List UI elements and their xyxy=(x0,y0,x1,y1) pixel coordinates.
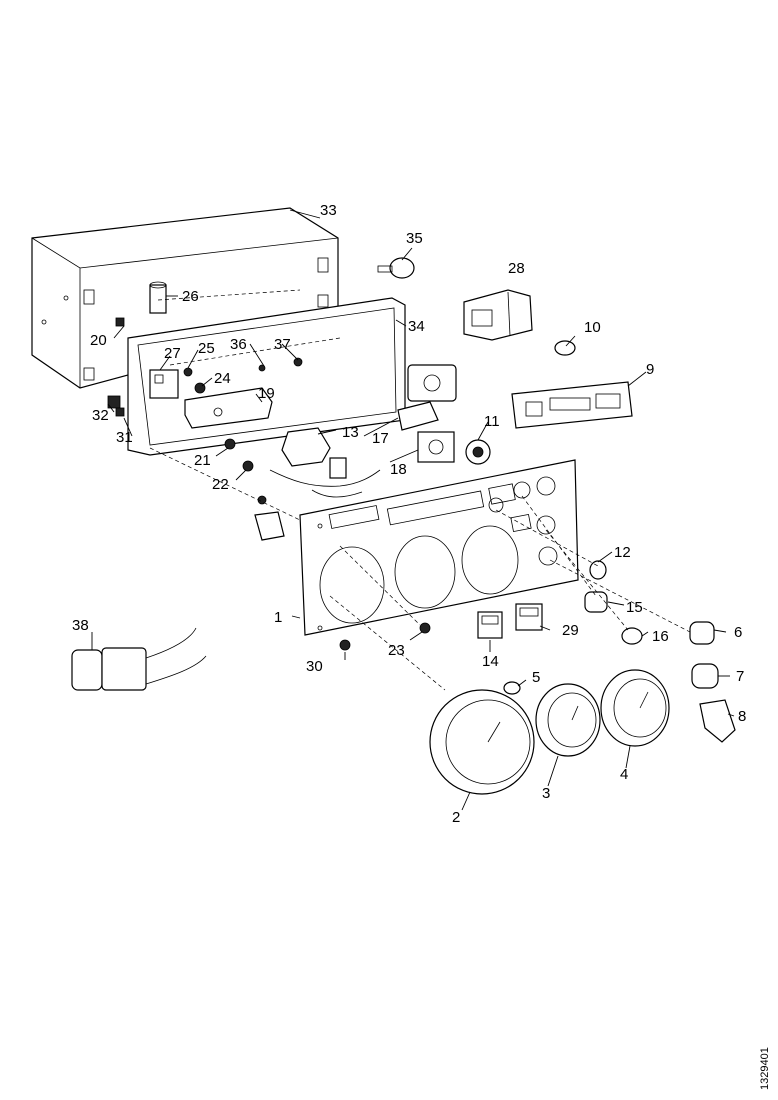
callout-16: 16 xyxy=(652,628,669,645)
callout-12: 12 xyxy=(614,544,631,561)
callout-21: 21 xyxy=(194,452,211,469)
callout-25: 25 xyxy=(198,340,215,357)
callout-6: 6 xyxy=(734,624,742,641)
callout-31: 31 xyxy=(116,429,133,446)
callout-36: 36 xyxy=(230,336,247,353)
callout-9: 9 xyxy=(646,361,654,378)
relay-wiring xyxy=(254,427,381,541)
callout-35: 35 xyxy=(406,230,423,247)
callout-26: 26 xyxy=(182,288,199,305)
callout-19: 19 xyxy=(258,385,275,402)
callout-37: 37 xyxy=(274,336,291,353)
cable-connector-38 xyxy=(71,627,207,691)
callout-10: 10 xyxy=(584,319,601,336)
callout-11: 11 xyxy=(484,413,500,430)
callout-24: 24 xyxy=(214,370,231,387)
callout-33: 33 xyxy=(320,202,337,219)
callout-30: 30 xyxy=(306,658,323,675)
panel-screws xyxy=(339,622,431,651)
callout-17: 17 xyxy=(372,430,389,447)
inner-components xyxy=(107,281,341,472)
rocker-switches xyxy=(477,603,543,639)
callout-8: 8 xyxy=(738,708,746,725)
callout-1: 1 xyxy=(274,609,282,626)
callout-15: 15 xyxy=(626,599,643,616)
bulb-socket-35 xyxy=(377,257,415,279)
rear-connectors xyxy=(397,364,491,465)
callout-14: 14 xyxy=(482,653,499,670)
callout-labels: 33 35 26 28 20 34 10 27 25 36 37 9 24 19… xyxy=(72,202,746,826)
front-panel xyxy=(299,459,579,636)
leader-lines xyxy=(91,209,735,811)
callout-20: 20 xyxy=(90,332,107,349)
callout-29: 29 xyxy=(562,622,579,639)
callout-34: 34 xyxy=(408,318,425,335)
callout-2: 2 xyxy=(452,809,460,826)
callout-18: 18 xyxy=(390,461,407,478)
plug-28 xyxy=(463,289,533,341)
callout-28: 28 xyxy=(508,260,525,277)
callout-38: 38 xyxy=(72,617,89,634)
switch-strip xyxy=(511,340,633,429)
callout-23: 23 xyxy=(388,642,405,659)
callout-27: 27 xyxy=(164,345,181,362)
callout-32: 32 xyxy=(92,407,109,424)
callout-22: 22 xyxy=(212,476,229,493)
callout-4: 4 xyxy=(620,766,628,783)
drawing-reference-number: 1329401 xyxy=(759,1047,771,1090)
callout-5: 5 xyxy=(532,669,540,686)
bulb-holders xyxy=(584,560,736,743)
callout-3: 3 xyxy=(542,785,550,802)
gauges xyxy=(429,669,670,795)
callout-13: 13 xyxy=(342,424,359,441)
callout-7: 7 xyxy=(736,668,744,685)
